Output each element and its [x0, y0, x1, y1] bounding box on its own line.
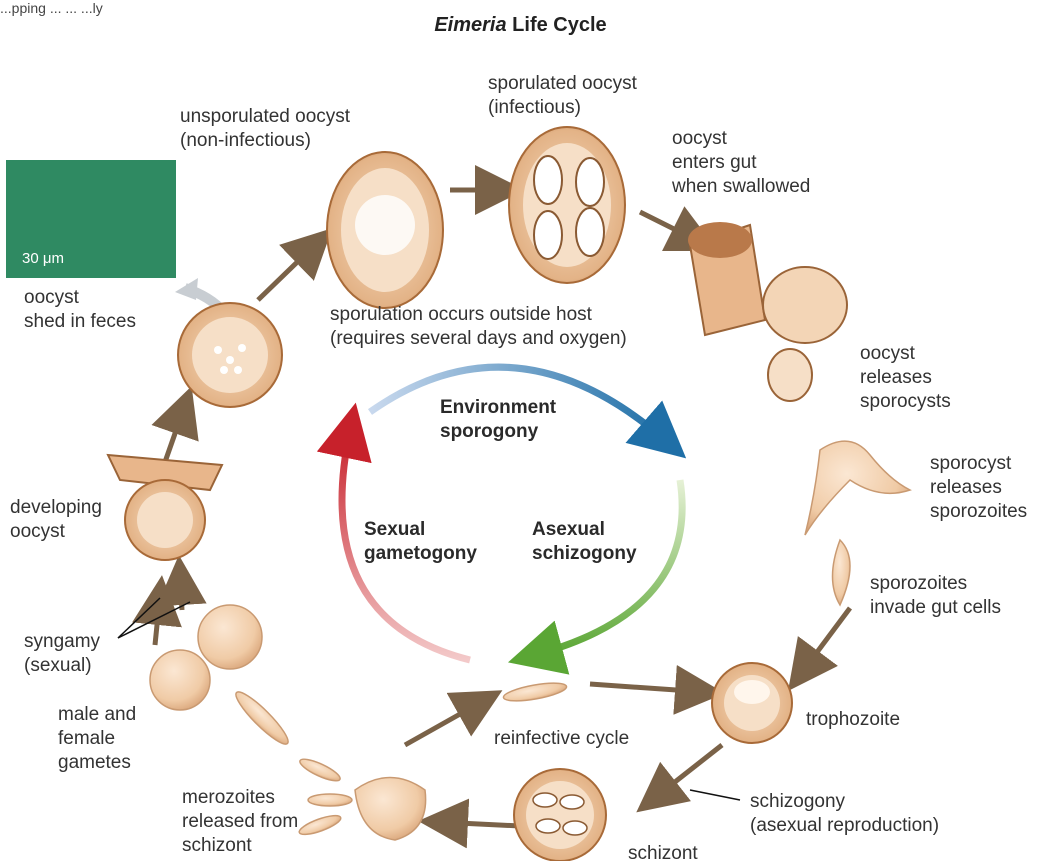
arrow-reinfective-to-trophozoite [590, 684, 705, 692]
sporulated-oocyst-shape [509, 127, 625, 283]
schizogony-pointer [690, 790, 740, 800]
center-sexual-gametogony: Sexual gametogony [364, 518, 477, 566]
label-male-female-gametes: male and female gametes [58, 703, 136, 775]
arrow-sporozoites-to-trophozoite [800, 608, 850, 675]
label-trophozoite: trophozoite [806, 708, 900, 732]
label-sporulation-note: sporulation occurs outside host (require… [330, 303, 627, 351]
label-sporocyst-releases-sporozoites: sporocyst releases sporozoites [930, 452, 1027, 524]
label-oocyst-shed: oocyst shed in feces [24, 286, 136, 334]
label-oocyst-enters-gut: oocyst enters gut when swallowed [672, 127, 810, 199]
label-schizont: schizont [628, 842, 698, 866]
micrograph-scale-label: 30 μm [22, 250, 64, 267]
label-reinfective-cycle: reinfective cycle [494, 727, 629, 751]
oocyst-gut-shape [688, 222, 847, 401]
arrow-shed-to-unsporulated [258, 242, 318, 300]
arrow-schizont-to-merozoites [438, 822, 520, 826]
label-unsporulated-oocyst: unsporulated oocyst (non-infectious) [180, 105, 350, 153]
developing-oocyst-shape [108, 455, 222, 560]
reinfective-merozoite-shape [502, 680, 567, 705]
title-genus: Eimeria [434, 14, 506, 36]
label-sporulated-oocyst: sporulated oocyst (infectious) [488, 72, 637, 120]
arrow-gametes-to-syngamy-2 [180, 575, 182, 610]
label-schizogony: schizogony (asexual reproduction) [750, 790, 939, 838]
schizont-shape [514, 769, 606, 861]
merozoites-shape [297, 755, 425, 840]
asexual-arc [535, 480, 682, 655]
cropped-top-text: ...pping ... ... ...ly [0, 0, 103, 16]
label-developing-oocyst: developing oocyst [10, 496, 102, 544]
diagram-title: Eimeria Life Cycle [0, 14, 1041, 37]
trophozoite-shape [712, 663, 792, 743]
center-asexual-schizogony: Asexual schizogony [532, 518, 637, 566]
label-oocyst-releases-sporocysts: oocyst releases sporocysts [860, 342, 951, 414]
title-rest: Life Cycle [512, 14, 606, 36]
label-merozoites: merozoites released from schizont [182, 786, 298, 858]
arrow-merozoites-to-reinfective [405, 700, 485, 745]
shed-oocyst-shape [178, 303, 282, 407]
arrow-trophozoite-to-schizont [652, 745, 722, 800]
center-environment-sporogony: Environment sporogony [440, 396, 556, 444]
unsporulated-oocyst-shape [327, 152, 443, 308]
gametes-shape [150, 605, 293, 749]
arrow-developing-to-shed [165, 405, 185, 462]
label-sporozoites-invade: sporozoites invade gut cells [870, 572, 1001, 620]
label-syngamy: syngamy (sexual) [24, 630, 100, 678]
